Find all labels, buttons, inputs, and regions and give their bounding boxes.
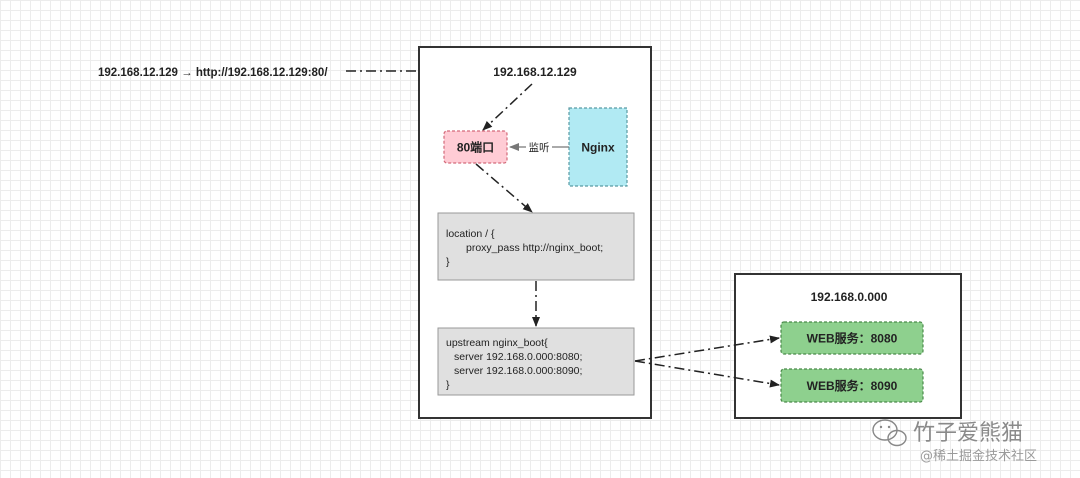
upstream-to-8090-arrow: [634, 360, 780, 388]
watermark: 竹子爱熊猫 @稀土掘金技术社区: [872, 419, 1037, 464]
watermark-platform: @稀土掘金技术社区: [920, 448, 1037, 464]
nginx-label: Nginx: [581, 141, 615, 155]
web-service-8080-box: [780, 321, 924, 355]
upstream-line-3: server 192.168.0.000:8090;: [454, 365, 582, 377]
web-service-8080-label: WEB服务：8080: [807, 331, 898, 346]
upstream-line-2: server 192.168.0.000:8080;: [454, 351, 582, 363]
upstream-line-4: }: [446, 379, 450, 391]
listen-label: 监听: [529, 141, 550, 154]
port-to-location-arrow: [475, 163, 533, 213]
port-80-box: [443, 130, 508, 164]
location-line-1: location / {: [446, 228, 495, 240]
port-80-label: 80端口: [457, 140, 494, 155]
nginx-box: [568, 107, 628, 187]
server-ip-label: 192.168.12.129: [493, 65, 577, 79]
backend-ip-label: 192.168.0.000: [811, 290, 888, 304]
upstream-line-1: upstream nginx_boot{: [446, 337, 548, 349]
location-line-2: proxy_pass http://nginx_boot;: [466, 242, 603, 254]
upstream-block: [437, 327, 635, 396]
location-block: [437, 212, 635, 281]
web-service-8090-label: WEB服务：8090: [807, 378, 898, 393]
listen-label-bg: [526, 140, 552, 154]
upstream-to-8080-arrow: [634, 335, 780, 362]
incoming-request-label: 192.168.12.129 → http://192.168.12.129:8…: [98, 67, 328, 79]
watermark-name: 竹子爱熊猫: [913, 421, 1023, 446]
location-line-3: }: [446, 256, 450, 268]
wechat-icon: [872, 419, 907, 447]
web-service-8090-box: [780, 368, 924, 403]
